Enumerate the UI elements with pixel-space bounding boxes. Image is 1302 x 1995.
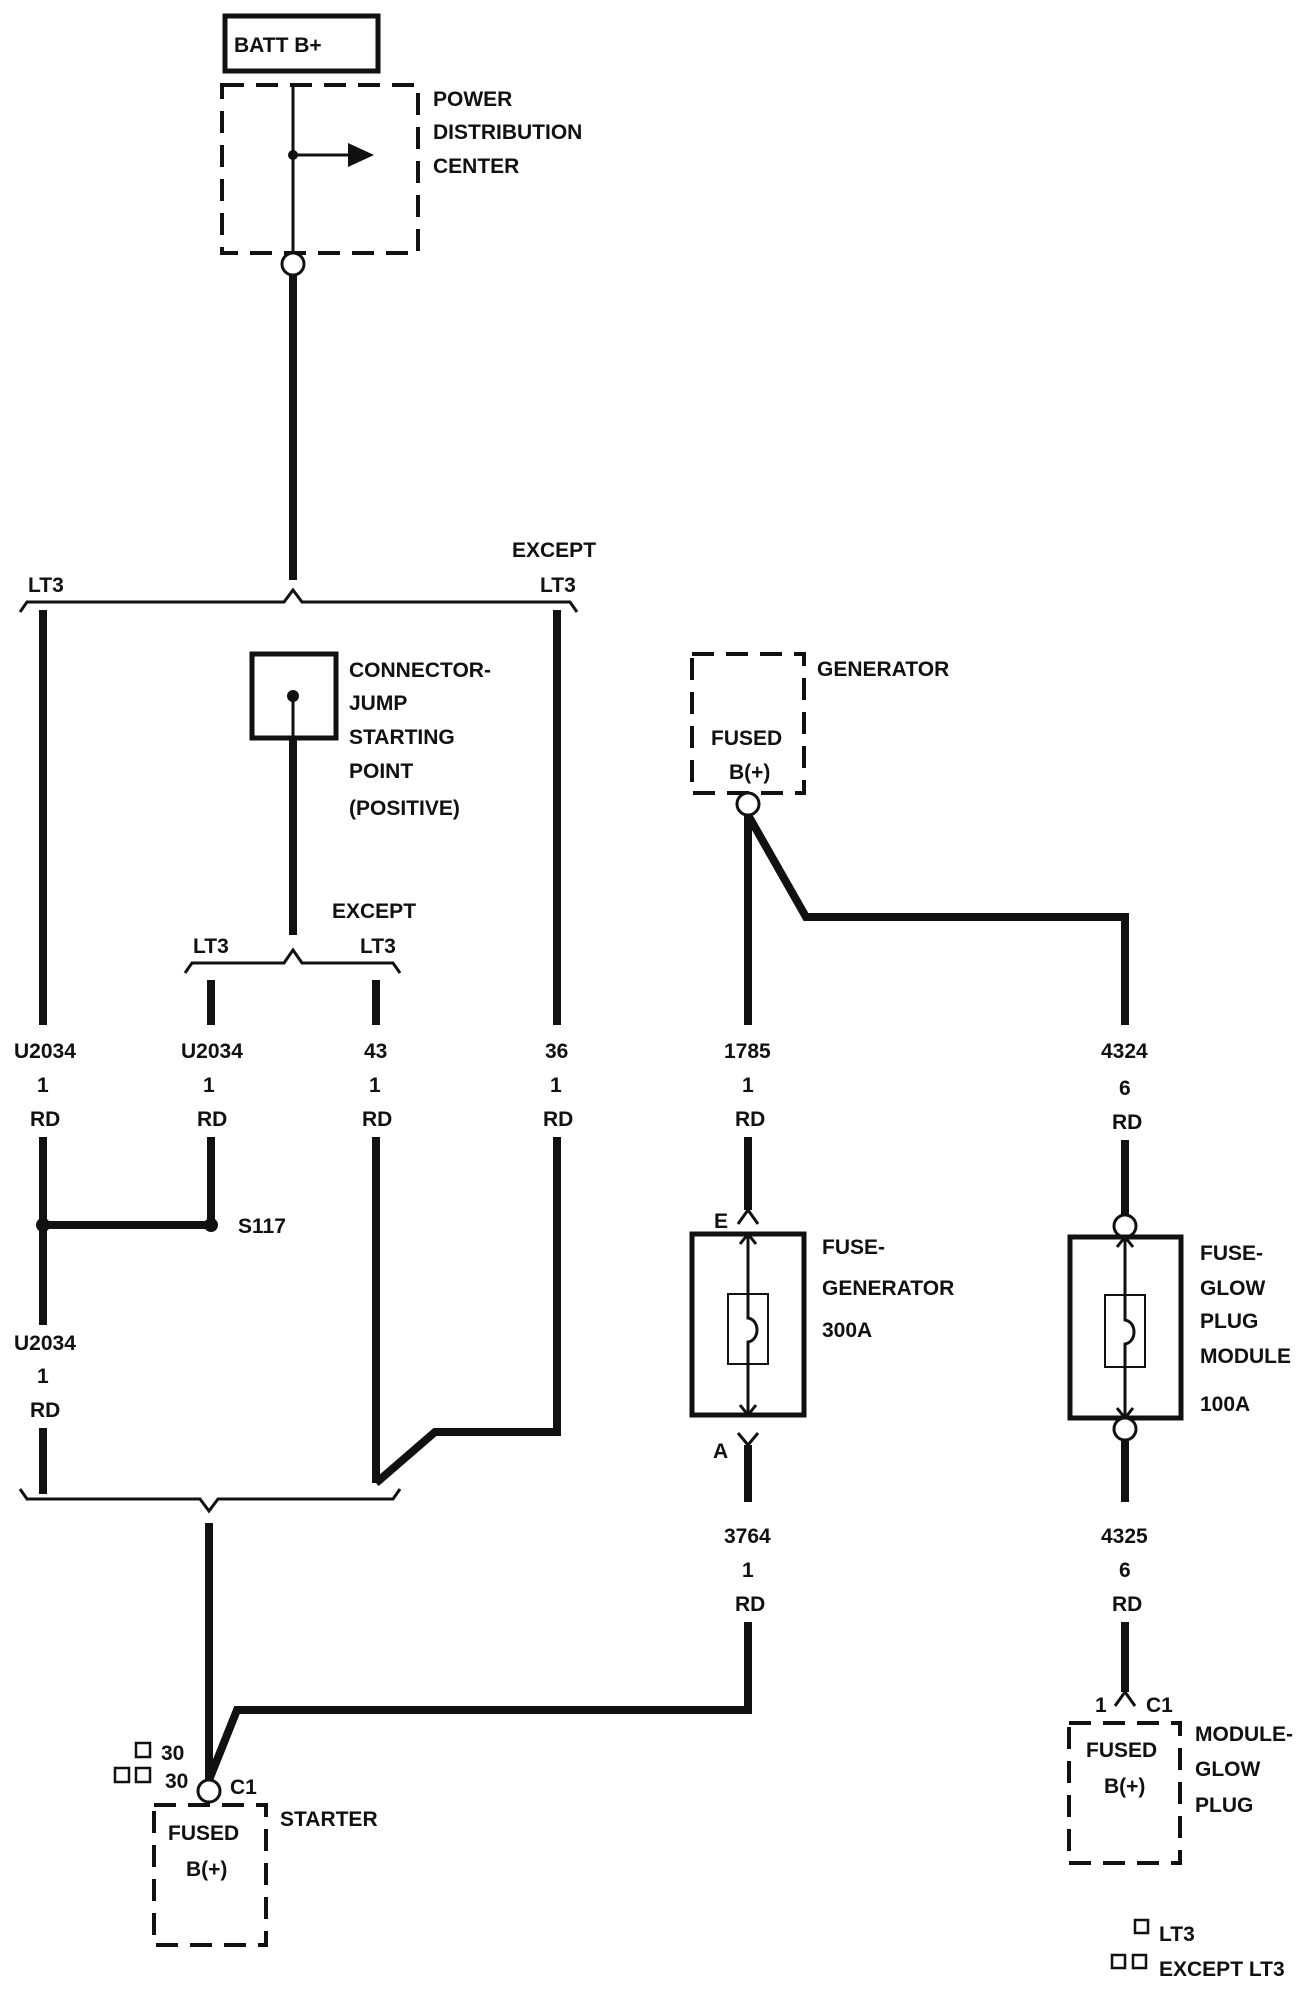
w6-size: 6 <box>1119 1077 1131 1100</box>
jump-label-4: POINT <box>349 760 413 783</box>
starter-option-square-double-2 <box>134 1766 152 1784</box>
w2-size: 1 <box>203 1074 215 1097</box>
splice-label: S117 <box>238 1215 286 1238</box>
fuse-gen-label-1: FUSE- <box>822 1236 885 1259</box>
w3-color: RD <box>362 1108 392 1131</box>
w8-size: 1 <box>742 1559 754 1582</box>
starter-option-square-double-1 <box>113 1766 131 1784</box>
w4-circuit: 36 <box>545 1040 568 1063</box>
fuse-glow-label-4: MODULE <box>1200 1345 1291 1368</box>
mid-branch-except: EXCEPT <box>332 900 416 923</box>
w5-circuit: 1785 <box>724 1040 771 1063</box>
splice-dot-left <box>36 1218 50 1232</box>
jump-label-1: CONNECTOR- <box>349 659 491 682</box>
legend-except-lt3: EXCEPT LT3 <box>1159 1958 1285 1981</box>
generator-pin <box>735 791 761 817</box>
w1-circuit: U2034 <box>14 1040 76 1063</box>
w5-color: RD <box>735 1108 765 1131</box>
generator-bplus: B(+) <box>729 761 770 784</box>
mid-option-brace <box>183 947 402 974</box>
glow-module-fused: FUSED <box>1086 1739 1157 1762</box>
jump-label-3: STARTING <box>349 726 455 749</box>
mid-branch-lt3: LT3 <box>193 935 229 958</box>
w4-color: RD <box>543 1108 573 1131</box>
fuse-glow-label-2: GLOW <box>1200 1277 1265 1300</box>
legend-square-single <box>1133 1918 1150 1935</box>
glow-module-pin <box>1113 1689 1137 1707</box>
w8-color: RD <box>735 1593 765 1616</box>
top-branch-except: EXCEPT <box>512 539 596 562</box>
fuse-glow-label-3: PLUG <box>1200 1310 1258 1333</box>
fuse-gen-label-3: 300A <box>822 1319 872 1342</box>
w3-size: 1 <box>369 1074 381 1097</box>
generator-fused: FUSED <box>711 727 782 750</box>
glow-module-label-3: PLUG <box>1195 1794 1253 1817</box>
mid-branch-except-lt3: LT3 <box>360 935 396 958</box>
power-distribution-center <box>220 83 420 255</box>
pdc-arrow-icon <box>348 143 374 167</box>
pdc-label-2: DISTRIBUTION <box>433 121 582 144</box>
glow-module-pin-label: 1 <box>1095 1694 1107 1717</box>
legend-square-double-2 <box>1131 1953 1148 1970</box>
top-branch-lt3: LT3 <box>28 574 64 597</box>
w1-size: 1 <box>37 1074 49 1097</box>
batt-label-box <box>222 13 381 74</box>
fuse-gen-pin-a <box>736 1432 760 1448</box>
generator-label: GENERATOR <box>817 658 949 681</box>
pdc-label-3: CENTER <box>433 155 519 178</box>
fuse-gen-pin-e-label: E <box>714 1210 728 1233</box>
w2-color: RD <box>197 1108 227 1131</box>
w4-size: 1 <box>550 1074 562 1097</box>
legend-lt3: LT3 <box>1159 1923 1195 1946</box>
starter-bplus: B(+) <box>186 1858 227 1881</box>
top-branch-except-lt3: LT3 <box>540 574 576 597</box>
glow-module-label-1: MODULE- <box>1195 1723 1293 1746</box>
fuse-glow-pin-top <box>1112 1213 1138 1239</box>
pdc-output-pin <box>280 251 306 277</box>
fuse-gen-pin-e <box>736 1207 760 1225</box>
fuse-glow-label-1: FUSE- <box>1200 1242 1263 1265</box>
starter-box <box>152 1803 268 1947</box>
fuse-gen-pin-a-label: A <box>713 1440 728 1463</box>
glow-module-bplus: B(+) <box>1104 1775 1145 1798</box>
glow-branch-wire <box>744 813 1129 1025</box>
starter-label: STARTER <box>280 1808 378 1831</box>
w9-color: RD <box>1112 1593 1142 1616</box>
w1-color: RD <box>30 1108 60 1131</box>
w6-circuit: 4324 <box>1101 1040 1148 1063</box>
wire-w8-lower <box>205 1622 752 1782</box>
w6-color: RD <box>1112 1111 1142 1134</box>
top-option-brace <box>18 587 579 613</box>
w7-circuit: U2034 <box>14 1332 76 1355</box>
w3-circuit: 43 <box>364 1040 387 1063</box>
starter-pin-b: 30 <box>165 1770 188 1793</box>
glow-plug-module <box>1067 1721 1182 1865</box>
jump-label-2: JUMP <box>349 692 407 715</box>
w2-circuit: U2034 <box>181 1040 243 1063</box>
glow-module-label-2: GLOW <box>1195 1758 1260 1781</box>
fuse-glow-label-5: 100A <box>1200 1393 1250 1416</box>
pdc-label-1: POWER <box>433 88 512 111</box>
starter-pin <box>196 1778 222 1804</box>
fuse-glow-pin-bottom <box>1112 1416 1138 1442</box>
w9-size: 6 <box>1119 1559 1131 1582</box>
glow-module-connector: C1 <box>1146 1694 1173 1717</box>
w5-size: 1 <box>742 1074 754 1097</box>
starter-pin-a: 30 <box>161 1742 184 1765</box>
starter-connector: C1 <box>230 1776 257 1799</box>
fuse-gen-label-2: GENERATOR <box>822 1277 954 1300</box>
bottom-join-brace <box>18 1488 402 1514</box>
w7-size: 1 <box>37 1365 49 1388</box>
w7-color: RD <box>30 1399 60 1422</box>
legend-square-double-1 <box>1110 1953 1127 1970</box>
starter-fused: FUSED <box>168 1822 239 1845</box>
wire-w4-lower <box>373 1137 561 1487</box>
batt-label: BATT B+ <box>234 34 322 57</box>
starter-option-square-single <box>134 1741 152 1759</box>
w9-circuit: 4325 <box>1101 1525 1148 1548</box>
w8-circuit: 3764 <box>724 1525 771 1548</box>
jump-label-5: (POSITIVE) <box>349 797 460 820</box>
